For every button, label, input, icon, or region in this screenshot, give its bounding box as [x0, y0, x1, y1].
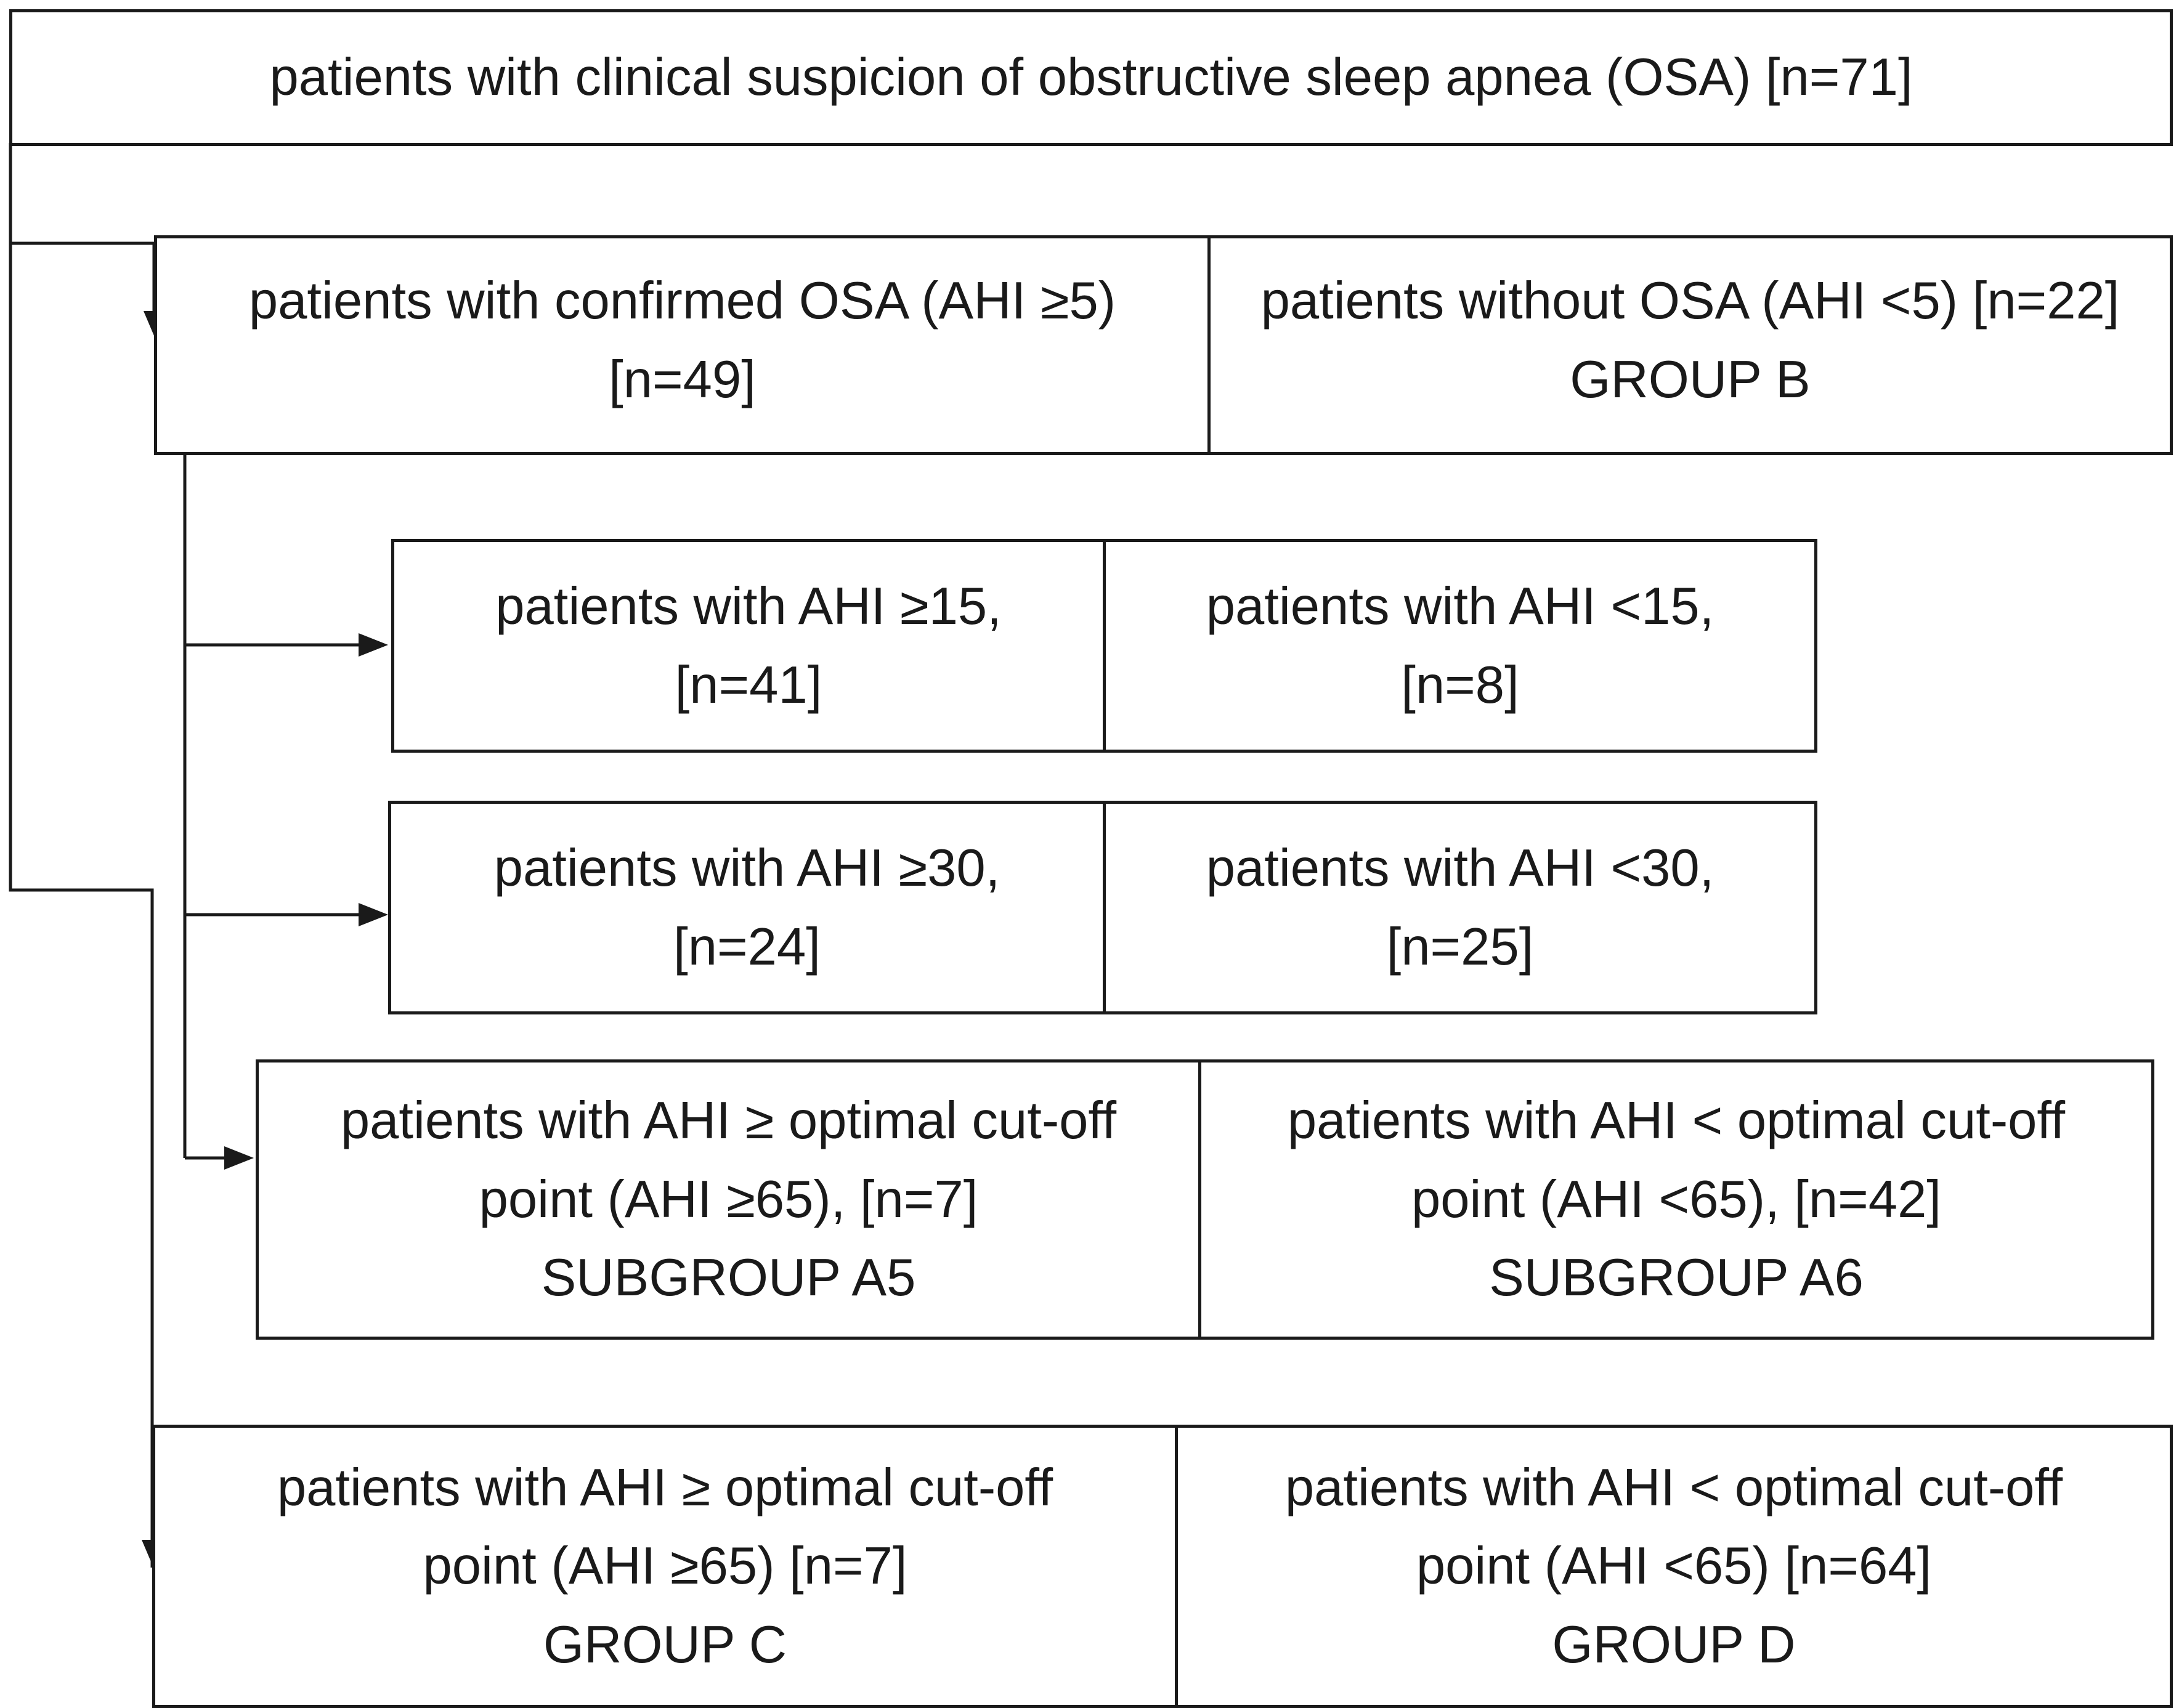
arrowhead-ahi15	[359, 633, 388, 657]
box-confirmed-osa: patients with confirmed OSA (AHI ≥5) [n=…	[154, 235, 1211, 455]
without-osa-line-2: GROUP B	[1570, 350, 1811, 409]
box-ahi-ge-30: patients with AHI ≥30, [n=24]	[388, 801, 1106, 1014]
ahi-ge-30-line-1: patients with AHI ≥30,	[493, 839, 1000, 897]
group-c-line-3: GROUP C	[543, 1615, 787, 1674]
box-ahi-ge-15: patients with AHI ≥15, [n=41]	[391, 539, 1106, 753]
box-ahi-lt-15: patients with AHI <15, [n=8]	[1103, 539, 1817, 753]
subgroup-a6-line-3: SUBGROUP A6	[1489, 1249, 1864, 1308]
box-root: patients with clinical suspicion of obst…	[9, 9, 2173, 146]
connector-root-to-level1	[9, 143, 156, 326]
subgroup-a6-line-1: patients with AHI < optimal cut-off	[1287, 1091, 2066, 1151]
ahi-lt-30-line-2: [n=25]	[1386, 917, 1534, 976]
confirmed-osa-line-1: patients with confirmed OSA (AHI ≥5)	[248, 272, 1116, 330]
box-subgroup-a5: patients with AHI ≥ optimal cut-off poin…	[256, 1059, 1201, 1340]
box-subgroup-a6: patients with AHI < optimal cut-off poin…	[1198, 1059, 2154, 1340]
box-group-c: patients with AHI ≥ optimal cut-off poin…	[152, 1425, 1178, 1708]
group-d-line-2: point (AHI <65) [n=64]	[1416, 1537, 1932, 1596]
arrowhead-ahi30	[359, 903, 388, 926]
ahi-ge-30-line-2: [n=24]	[673, 917, 821, 976]
box-without-osa-group-b: patients without OSA (AHI <5) [n=22] GRO…	[1207, 235, 2173, 455]
group-d-line-3: GROUP D	[1552, 1615, 1796, 1674]
ahi-lt-30-line-1: patients with AHI <30,	[1206, 839, 1714, 897]
arrowhead-subgroups	[224, 1146, 254, 1170]
connector-root-to-groups	[9, 243, 154, 1568]
box-ahi-lt-30: patients with AHI <30, [n=25]	[1103, 801, 1817, 1014]
ahi-lt-15-line-1: patients with AHI <15,	[1206, 577, 1714, 636]
subgroup-a5-line-3: SUBGROUP A5	[541, 1249, 916, 1308]
group-d-line-1: patients with AHI < optimal cut-off	[1284, 1458, 2063, 1517]
box-group-d: patients with AHI < optimal cut-off poin…	[1175, 1425, 2173, 1708]
ahi-ge-15-line-2: [n=41]	[675, 655, 822, 714]
without-osa-line-1: patients without OSA (AHI <5) [n=22]	[1260, 272, 2120, 330]
subgroup-a6-line-2: point (AHI <65), [n=42]	[1411, 1170, 1941, 1229]
ahi-ge-15-line-1: patients with AHI ≥15,	[495, 577, 1002, 636]
subgroup-a5-line-1: patients with AHI ≥ optimal cut-off	[340, 1091, 1117, 1151]
group-c-line-1: patients with AHI ≥ optimal cut-off	[277, 1458, 1053, 1517]
root-text: patients with clinical suspicion of obst…	[269, 48, 1913, 107]
confirmed-osa-line-2: [n=49]	[609, 350, 756, 409]
subgroup-a5-line-2: point (AHI ≥65), [n=7]	[479, 1170, 978, 1229]
group-c-line-2: point (AHI ≥65) [n=7]	[423, 1537, 907, 1596]
ahi-lt-15-line-2: [n=8]	[1401, 655, 1519, 714]
